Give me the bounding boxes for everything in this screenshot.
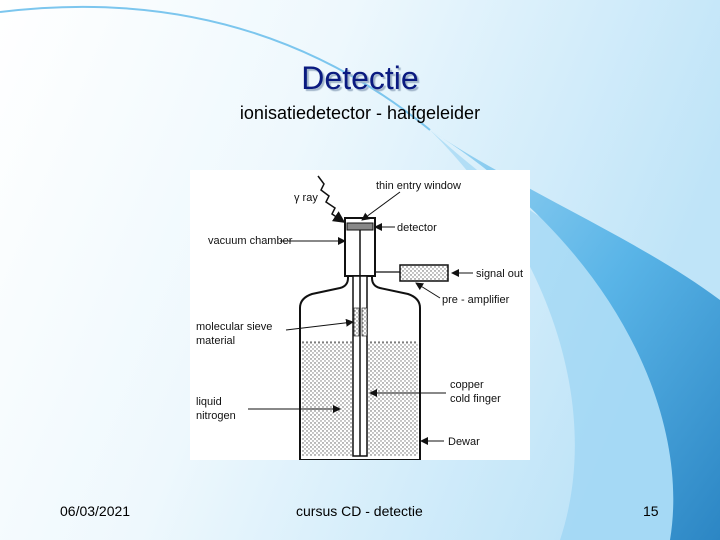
molecular-sieve-right bbox=[361, 307, 368, 337]
pointer-pre-amplifier bbox=[415, 282, 441, 299]
label-copper-line1: copper bbox=[450, 379, 484, 391]
label-vacuum-chamber: vacuum chamber bbox=[208, 235, 293, 247]
label-signal-out: signal out bbox=[476, 268, 523, 280]
molecular-sieve bbox=[353, 307, 360, 337]
detector-crystal bbox=[346, 222, 374, 231]
gamma-ray-path bbox=[317, 175, 346, 223]
footer-page-number: 15 bbox=[643, 503, 659, 519]
label-gamma-ray: γ ray bbox=[294, 192, 318, 204]
pointer-entry-window bbox=[361, 191, 401, 221]
slide-title: Detectie bbox=[301, 60, 419, 96]
label-molecular-sieve-line2: material bbox=[196, 335, 235, 347]
label-copper-line2: cold finger bbox=[450, 393, 501, 405]
label-liquid-nitrogen-line1: liquid bbox=[196, 396, 222, 408]
pointer-molecular-sieve bbox=[285, 318, 354, 331]
slide-subtitle: ionisatiedetector - halfgeleider bbox=[239, 103, 481, 123]
decorative-swoosh-light bbox=[430, 130, 720, 540]
pre-amplifier-box bbox=[399, 264, 449, 282]
footer-course-title: cursus CD - detectie bbox=[296, 503, 423, 519]
detector-diagram: γ ray thin entry window detector vacuum … bbox=[190, 170, 530, 461]
label-detector: detector bbox=[397, 222, 437, 234]
label-thin-entry-window: thin entry window bbox=[376, 180, 461, 192]
label-pre-amplifier: pre - amplifier bbox=[442, 294, 510, 306]
decorative-arc bbox=[0, 5, 431, 131]
label-dewar: Dewar bbox=[448, 436, 480, 448]
decorative-swoosh-dark bbox=[430, 130, 720, 540]
label-liquid-nitrogen-line2: nitrogen bbox=[196, 410, 236, 422]
footer-date: 06/03/2021 bbox=[60, 503, 131, 519]
label-molecular-sieve-line1: molecular sieve bbox=[196, 321, 272, 333]
